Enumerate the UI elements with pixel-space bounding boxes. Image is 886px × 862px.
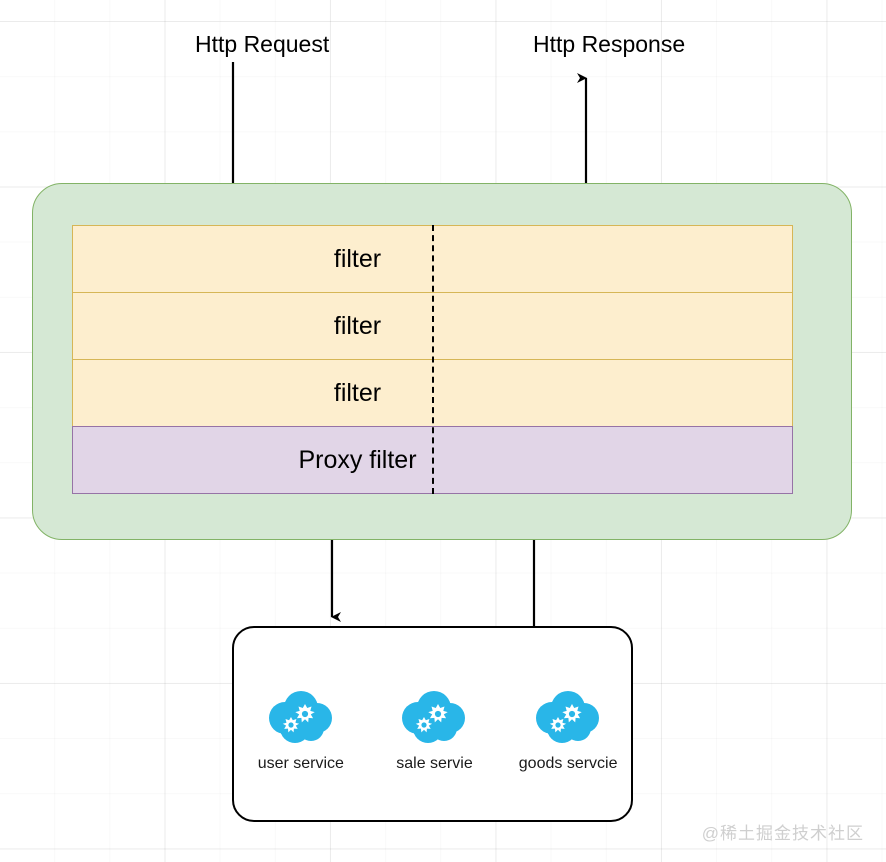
services-row: user service <box>234 690 635 772</box>
service-label: user service <box>257 755 344 772</box>
proxy-filter-label: Proxy filter <box>298 445 417 474</box>
cloud-gear-icon <box>268 691 332 743</box>
service-item[interactable]: sale servie <box>371 690 497 772</box>
filter-stack: filter filter filter Proxy filter <box>72 225 793 494</box>
cloud-gear-icon <box>402 691 466 743</box>
service-label: goods servcie <box>518 755 618 772</box>
filter-row-label: filter <box>333 244 382 273</box>
http-request-label: Http Request <box>195 31 330 57</box>
watermark: @稀土掘金技术社区 <box>701 824 864 843</box>
cloud-gear-icon <box>536 691 600 743</box>
service-item[interactable]: user service <box>238 690 364 772</box>
http-response-label: Http Response <box>533 31 686 57</box>
filter-split-dashed-line <box>432 225 434 494</box>
filter-row-label: filter <box>333 378 382 407</box>
service-label: sale servie <box>396 755 473 772</box>
filter-row-label: filter <box>333 311 382 340</box>
service-item[interactable]: goods servcie <box>505 690 631 772</box>
services-container: user service <box>232 626 633 822</box>
